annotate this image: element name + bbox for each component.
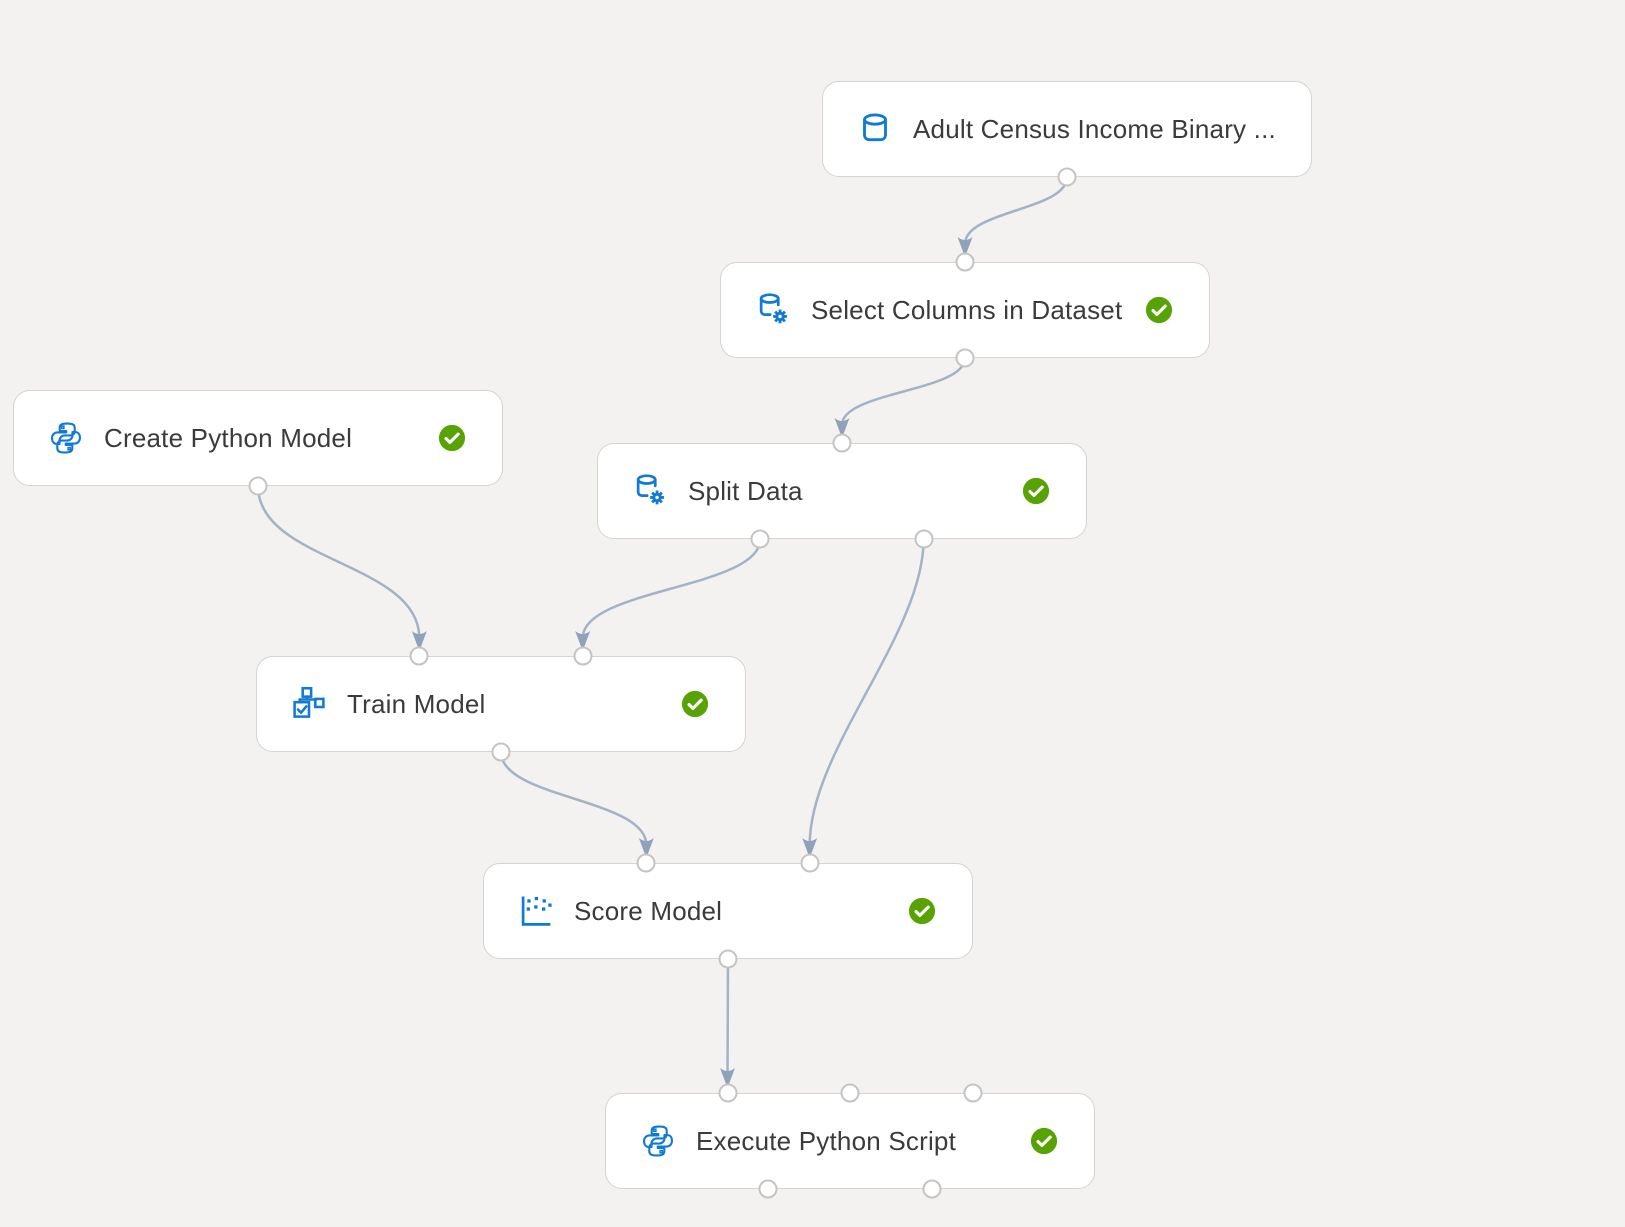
edge-arrow-icon xyxy=(802,838,818,858)
edge-arrow-icon xyxy=(411,631,427,651)
execute-python-script-output-port-1[interactable] xyxy=(758,1179,778,1199)
node-score-model[interactable]: Score Model xyxy=(483,863,973,959)
node-label: Train Model xyxy=(347,688,486,719)
node-execute-python-script[interactable]: Execute Python Script xyxy=(605,1093,1095,1189)
check-circle-icon xyxy=(1145,296,1173,324)
adult-census-dataset-output-port-1[interactable] xyxy=(1057,167,1077,187)
edge-connector-adult-census-dataset-to-select-columns[interactable] xyxy=(963,176,1069,245)
edge-connector-score-model-to-execute-python-script[interactable] xyxy=(726,958,730,1076)
node-label: Score Model xyxy=(574,895,723,926)
node-label: Split Data xyxy=(688,475,803,506)
node-train-model[interactable]: Train Model xyxy=(256,656,746,752)
split-data-input-port-1[interactable] xyxy=(832,433,852,453)
train-model-input-port-1[interactable] xyxy=(409,646,429,666)
node-select-columns[interactable]: Select Columns in Dataset xyxy=(720,262,1210,358)
node-label: Select Columns in Dataset xyxy=(811,294,1123,325)
dataset-icon xyxy=(857,111,893,147)
edge-arrow-icon xyxy=(834,418,850,438)
split-data-output-port-1[interactable] xyxy=(750,529,770,549)
check-circle-icon xyxy=(1030,1127,1058,1155)
check-circle-icon xyxy=(681,690,709,718)
edge-connector-split-data-to-train-model[interactable] xyxy=(581,538,762,639)
edge-connector-create-python-model-to-train-model[interactable] xyxy=(256,485,421,639)
execute-python-script-input-port-2[interactable] xyxy=(840,1083,860,1103)
execute-python-script-output-port-2[interactable] xyxy=(922,1179,942,1199)
edge-connector-split-data-to-score-model[interactable] xyxy=(808,538,925,846)
check-circle-icon xyxy=(1022,477,1050,505)
split-data-output-port-2[interactable] xyxy=(914,529,934,549)
score-model-output-port-1[interactable] xyxy=(718,949,738,969)
train-model-icon xyxy=(291,686,327,722)
execute-python-script-input-port-1[interactable] xyxy=(718,1083,737,1103)
train-model-input-port-2[interactable] xyxy=(573,646,593,666)
train-model-output-port-1[interactable] xyxy=(491,742,511,762)
score-model-input-port-2[interactable] xyxy=(800,853,820,873)
dataset-gear-icon xyxy=(755,292,791,328)
node-adult-census-dataset[interactable]: Adult Census Income Binary ... xyxy=(822,81,1312,177)
select-columns-input-port-1[interactable] xyxy=(955,252,975,272)
node-label: Adult Census Income Binary ... xyxy=(913,113,1276,144)
check-circle-icon xyxy=(438,424,466,452)
create-python-model-output-port-1[interactable] xyxy=(248,476,268,496)
edge-connector-select-columns-to-split-data[interactable] xyxy=(840,357,967,426)
node-split-data[interactable]: Split Data xyxy=(597,443,1087,539)
score-model-input-port-1[interactable] xyxy=(636,853,656,873)
edge-arrow-icon xyxy=(720,1068,735,1088)
python-icon xyxy=(640,1123,676,1159)
node-label: Create Python Model xyxy=(104,422,353,453)
execute-python-script-input-port-3[interactable] xyxy=(963,1083,982,1103)
edge-arrow-icon xyxy=(575,631,591,651)
select-columns-output-port-1[interactable] xyxy=(955,348,975,368)
edge-arrow-icon xyxy=(638,838,654,858)
check-circle-icon xyxy=(908,897,936,925)
scatter-plot-icon xyxy=(518,893,554,929)
dataset-gear-icon xyxy=(632,473,668,509)
node-label: Execute Python Script xyxy=(696,1125,956,1156)
edge-arrow-icon xyxy=(957,237,973,257)
python-icon xyxy=(48,420,84,456)
edge-connector-train-model-to-score-model[interactable] xyxy=(499,751,648,846)
node-create-python-model[interactable]: Create Python Model xyxy=(13,390,503,486)
